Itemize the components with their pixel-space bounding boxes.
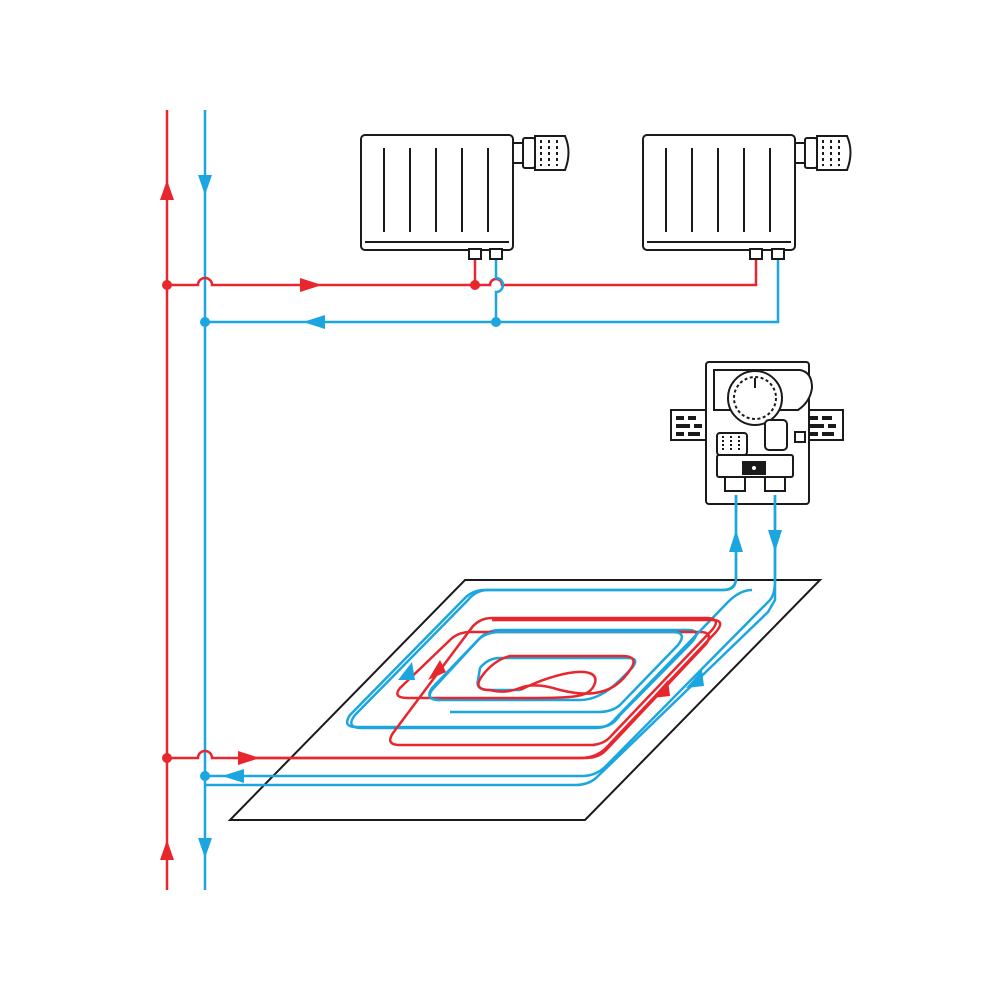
radiator-2: [642, 134, 852, 260]
loop-arrow-blue-left-icon: [398, 662, 415, 680]
supply-riser-arrow-up-top-icon: [160, 180, 174, 200]
return-riser-arrow-down-bottom-icon: [198, 838, 212, 858]
supply-junction-bottom: [162, 753, 172, 763]
radiator-branch: [162, 258, 780, 329]
radiator-supply-line: [167, 258, 758, 287]
radiator-1: [360, 134, 570, 260]
radiator1-return-node: [491, 317, 501, 327]
floor-supply-arrow-icon: [238, 751, 260, 765]
floor-return-line: [205, 495, 777, 778]
return-junction-bottom: [200, 771, 210, 781]
supply-junction-top: [162, 280, 172, 290]
return-junction-top: [200, 317, 210, 327]
floor-loop-rings: [350, 495, 753, 747]
floor-branch: [162, 495, 777, 781]
unit-return-arrow-down-icon: [768, 530, 782, 552]
loop-arrow-red-right-icon: [652, 680, 670, 698]
flow-arrows: [222, 530, 782, 783]
unit-outflow-arrow-up-icon: [729, 530, 743, 552]
return-riser-arrow-down-top-icon: [198, 175, 212, 195]
radiator-1-thermostat-icon: [512, 135, 570, 171]
loop-arrow-blue-right-icon: [686, 670, 704, 688]
supply-riser-arrow-up-bottom-icon: [160, 840, 174, 860]
loop-arrow-red-left-icon: [428, 660, 446, 680]
radiator-2-thermostat-icon: [794, 135, 852, 171]
radiator1-return-stub: [494, 258, 505, 322]
floor-heating-control-unit: [670, 361, 844, 505]
floor-supply-line: [167, 618, 722, 760]
radiator-return-line: [205, 258, 780, 324]
radiator-supply-arrow-icon: [300, 278, 322, 292]
floor-return-arrow-icon: [222, 769, 244, 783]
radiator1-supply-node: [470, 280, 480, 290]
radiator-return-arrow-icon: [303, 315, 325, 329]
loop-return-to-unit: [205, 495, 777, 787]
